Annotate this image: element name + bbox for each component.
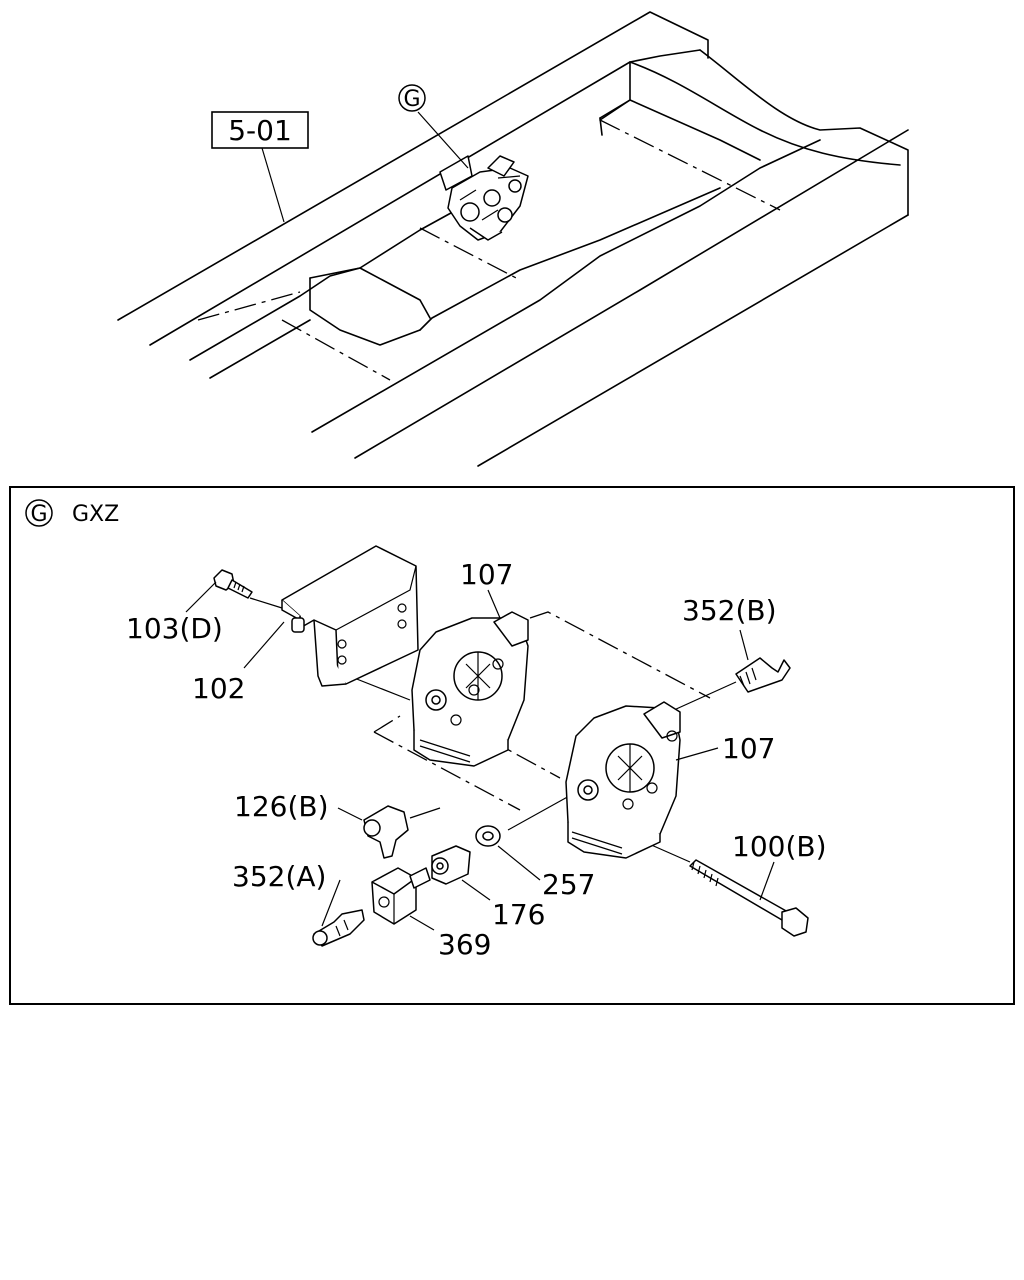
label-102: 102 [192, 672, 245, 705]
label-257: 257 [542, 868, 595, 901]
label-100b: 100(B) [732, 830, 827, 863]
ref-label: 5-01 [228, 114, 292, 147]
elbow-126b-icon [363, 805, 409, 859]
bolt-100b-icon [689, 859, 809, 937]
g-circle-icon [25, 499, 53, 527]
g-circle-icon [398, 84, 426, 112]
label-126b: 126(B) [234, 790, 329, 823]
label-107-top: 107 [460, 558, 513, 591]
washer-257-icon [475, 825, 501, 847]
overview-g-callout: G [398, 84, 469, 169]
ref-5-01-callout: 5-01 [211, 111, 309, 223]
label-107-right: 107 [722, 732, 775, 765]
label-352b: 352(B) [682, 594, 777, 627]
model-code: GXZ [72, 502, 119, 527]
valve-assembly-on-frame [439, 155, 529, 241]
fitting-352a-icon [312, 909, 365, 947]
valve-107-lower-icon [565, 701, 681, 859]
label-leaders [185, 581, 775, 931]
bolt-103d-icon [213, 569, 253, 599]
detail-header: G GXZ [25, 499, 119, 527]
valve-107-upper-icon [411, 611, 529, 767]
label-369: 369 [438, 928, 491, 961]
adapter-176-icon [431, 845, 471, 885]
detail-frame [9, 486, 1015, 1005]
fitting-352b-icon [735, 657, 791, 693]
label-176: 176 [492, 898, 545, 931]
part-labels: 103(D) 102 107 352(B) 107 126(B) 352(A) … [126, 558, 827, 961]
label-103d: 103(D) [126, 612, 223, 645]
bracket-102-icon [281, 545, 419, 687]
label-352a: 352(A) [232, 860, 326, 893]
chassis-frame-overview [117, 11, 909, 467]
detail-callout-letter: G [30, 502, 47, 527]
block-369-icon [371, 867, 431, 925]
overview-callout-letter: G [403, 87, 420, 112]
ref-box [211, 111, 309, 149]
